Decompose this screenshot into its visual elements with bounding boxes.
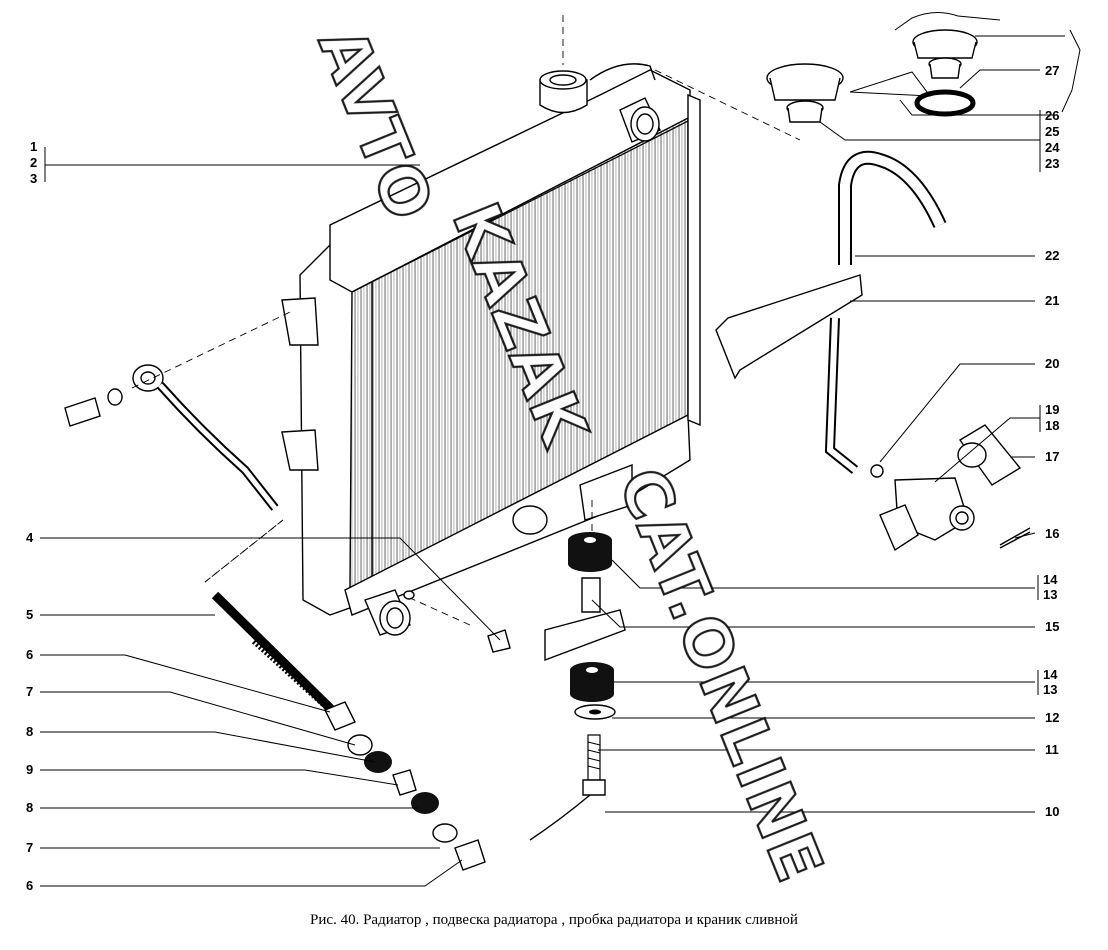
lock-wire	[529, 794, 591, 841]
assembly-lines	[131, 15, 801, 626]
callout-13: 13	[1043, 587, 1057, 602]
threaded-rod	[211, 591, 336, 714]
rubber-cushion-lower	[570, 662, 614, 702]
figure-caption: Рис. 40. Радиатор , подвеска радиатора ,…	[310, 912, 798, 928]
callout-14: 14	[1043, 572, 1058, 587]
watermark-line-1: AVTO	[303, 18, 447, 232]
tie-rod-assembly	[64, 364, 486, 871]
drain-cock	[870, 464, 975, 552]
lower-outlet-pipe	[364, 589, 411, 636]
callout-2: 2	[30, 155, 37, 170]
nut-lower	[454, 839, 486, 871]
mount-bolt	[582, 734, 606, 796]
cap-detail-pointer	[849, 71, 932, 97]
callout-18: 18	[1045, 418, 1059, 433]
drain-plug	[487, 629, 511, 653]
drain-cock-hose	[957, 424, 1022, 486]
overflow-tube	[589, 63, 656, 81]
drain-port	[403, 590, 415, 600]
radiator-cap	[766, 63, 844, 123]
callout-25: 25	[1045, 124, 1059, 139]
rubber-cushion-upper	[568, 532, 612, 572]
lower-ear	[281, 429, 319, 471]
bottom-mount-pad	[579, 463, 633, 521]
callout-17: 17	[1045, 449, 1059, 464]
upper-ear	[281, 297, 319, 346]
watermark-line-3: CAT.ONLINE	[603, 458, 836, 893]
washer-upper	[347, 734, 373, 756]
bottom-hole	[512, 505, 548, 535]
callout-21: 21	[1045, 293, 1059, 308]
callout-3: 3	[30, 171, 37, 186]
callout-7b: 7	[26, 840, 33, 855]
lower-mount-stack	[529, 532, 626, 841]
cotter-pin	[999, 527, 1031, 549]
callout-15: 15	[1045, 619, 1059, 634]
callout-13b: 13	[1043, 682, 1057, 697]
spacer-sleeve	[581, 577, 601, 613]
radiator-cap-assembly	[766, 29, 978, 123]
tube-bracket	[715, 274, 863, 380]
cap-seal-ring	[914, 89, 976, 117]
callout-24: 24	[1045, 140, 1060, 155]
overflow-hose	[840, 152, 945, 265]
callout-26: 26	[1045, 108, 1059, 123]
callout-23: 23	[1045, 156, 1059, 171]
callout-6b: 6	[26, 878, 33, 893]
callout-14b: 14	[1043, 667, 1058, 682]
callout-8b: 8	[26, 800, 33, 815]
callout-9: 9	[26, 762, 33, 777]
callout-labels: 1 2 3 4 5 6 7 8 9 8 7 6 10 11 12 14 13 1…	[26, 63, 1060, 893]
callout-1: 1	[30, 139, 37, 154]
bolt-washer	[107, 388, 123, 406]
callout-4: 4	[26, 530, 34, 545]
drain-tube-assembly	[715, 150, 947, 474]
nut-upper	[324, 701, 356, 731]
upper-inlet-pipe	[619, 97, 661, 143]
drain-cock-washer	[870, 464, 884, 478]
callout-20: 20	[1045, 356, 1059, 371]
radiator-cap-detail	[912, 29, 978, 79]
callout-12: 12	[1045, 710, 1059, 725]
callout-5: 5	[26, 607, 33, 622]
radiator	[281, 63, 701, 636]
spacer	[392, 769, 417, 796]
callout-6: 6	[26, 647, 33, 662]
callout-8: 8	[26, 724, 33, 739]
bolt	[64, 397, 101, 427]
callout-10: 10	[1045, 804, 1059, 819]
rubber-pad-upper	[364, 751, 392, 773]
callout-22: 22	[1045, 248, 1059, 263]
radiator-right-plate	[687, 93, 701, 427]
leader-lines	[40, 12, 1081, 887]
tie-rod	[132, 364, 279, 511]
callout-11: 11	[1045, 742, 1059, 757]
drain-tube	[826, 317, 857, 473]
rubber-pad-lower	[411, 792, 439, 814]
callout-16: 16	[1045, 526, 1059, 541]
callout-27: 27	[1045, 63, 1059, 78]
callout-7: 7	[26, 684, 33, 699]
mount-plate	[544, 609, 626, 662]
callout-19: 19	[1045, 402, 1059, 417]
filler-neck	[539, 70, 588, 114]
washer-lower	[432, 823, 458, 843]
